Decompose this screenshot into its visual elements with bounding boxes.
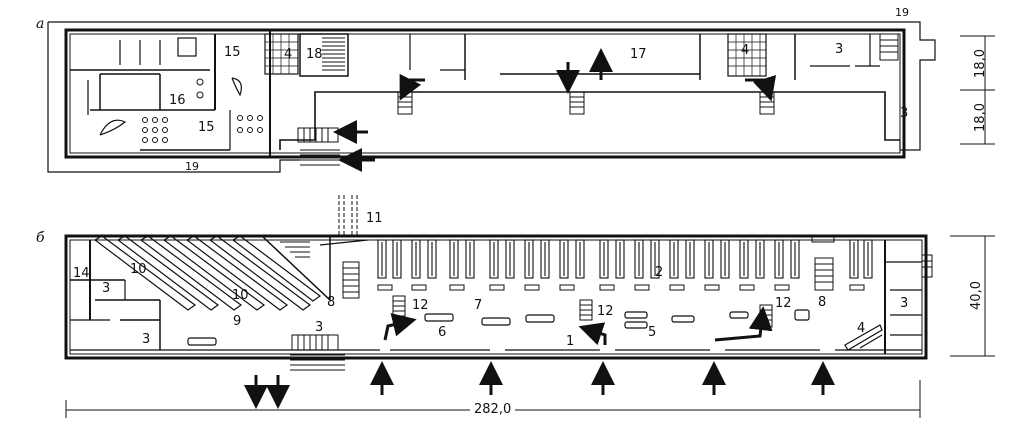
lower-room-5: 5 (648, 325, 657, 340)
upper-plan-letter: a (36, 16, 45, 32)
shelf-unit (685, 239, 695, 279)
lower-arrows (244, 306, 835, 409)
upper-dimension (960, 35, 995, 145)
lower-room-10-b: 10 (232, 288, 249, 303)
upper-room-18: 18 (306, 47, 323, 62)
lower-room-3-b: 3 (142, 332, 151, 347)
upper-room-15-a: 15 (224, 45, 241, 60)
lower-room-3-a: 3 (102, 281, 111, 296)
lower-room-8-a: 8 (327, 295, 336, 310)
lower-room-12-c: 12 (775, 296, 792, 311)
lower-room-3-d: 3 (900, 296, 909, 311)
upper-room-17: 17 (630, 47, 647, 62)
shelf-unit (615, 239, 625, 279)
upper-room-3-b: 3 (900, 106, 909, 121)
lower-building-wall (64, 234, 928, 360)
upper-room-3-a: 3 (835, 42, 844, 57)
shelf-unit (755, 239, 765, 279)
shelf-unit (427, 239, 437, 279)
upper-room-16: 16 (169, 93, 186, 108)
shelf-unit (669, 239, 679, 279)
lower-room-4: 4 (857, 321, 866, 336)
shelf-unit (449, 239, 459, 279)
upper-room-19-top: 19 (895, 6, 909, 19)
lower-plan (64, 195, 933, 371)
shelf-unit (774, 239, 784, 279)
shelf-unit (505, 239, 515, 279)
upper-terrace-outline (48, 21, 936, 151)
lower-dimension-width: 282,0 (470, 402, 516, 417)
lower-room-3-c: 3 (315, 320, 324, 335)
lower-room-1: 1 (566, 334, 575, 349)
shelf-unit (650, 239, 660, 279)
shelf-unit (465, 239, 475, 279)
lower-dimension-height: 40,0 (968, 281, 984, 310)
shelf-unit (849, 239, 859, 279)
shelf-unit (704, 239, 714, 279)
shelf-unit (524, 239, 534, 279)
upper-gallery-wall (279, 91, 900, 150)
lower-room-7: 7 (474, 298, 483, 313)
shelf-unit (392, 239, 402, 279)
shelf-unit (599, 239, 609, 279)
shelf-unit (575, 239, 585, 279)
shelf-unit (559, 239, 569, 279)
lower-room-6: 6 (438, 325, 447, 340)
upper-plan (47, 21, 936, 173)
upper-building-wall (64, 28, 906, 159)
lower-dimension (65, 235, 995, 418)
upper-room-19-bottom: 19 (185, 160, 199, 173)
shelf-unit (720, 239, 730, 279)
shelf-unit (411, 239, 421, 279)
lower-plan-letter: б (36, 230, 45, 246)
upper-dimension-2: 18,0 (972, 103, 988, 132)
upper-dimension-1: 18,0 (972, 49, 988, 78)
lower-room-14: 14 (73, 266, 90, 281)
shelf-unit (739, 239, 749, 279)
lower-room-8-b: 8 (818, 295, 827, 310)
lower-room-12-a: 12 (412, 298, 429, 313)
lower-room-10-a: 10 (130, 262, 147, 277)
lower-room-9: 9 (233, 314, 242, 329)
shelf-unit (489, 239, 499, 279)
upper-room-4-b: 4 (741, 43, 750, 58)
lower-room-12-b: 12 (597, 304, 614, 319)
upper-terrace-outline-bottom (47, 22, 300, 173)
upper-room-15-b: 15 (198, 120, 215, 135)
lower-room-2: 2 (655, 265, 664, 280)
lower-room-11: 11 (366, 211, 383, 226)
shelf-unit (540, 239, 550, 279)
upper-arrows (333, 48, 777, 172)
shelf-unit (790, 239, 800, 279)
shelf-unit (863, 239, 873, 279)
upper-room-4-a: 4 (284, 47, 293, 62)
shelf-unit (634, 239, 644, 279)
shelf-unit (377, 239, 387, 279)
